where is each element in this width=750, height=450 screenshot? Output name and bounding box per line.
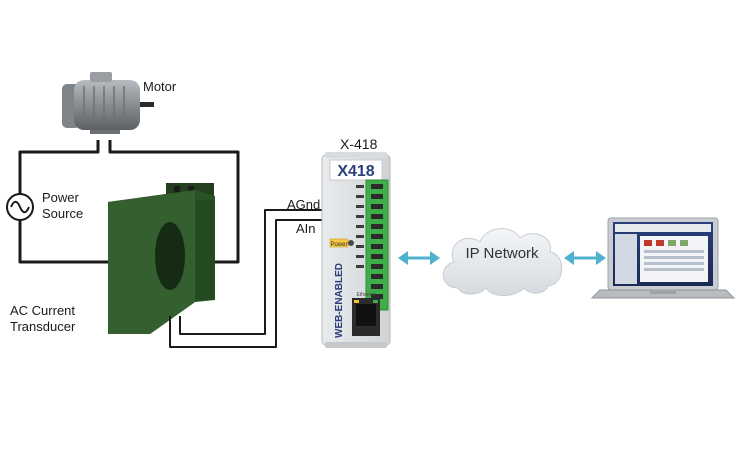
wire-ain	[169, 219, 365, 348]
wire-agnd	[179, 209, 365, 335]
ip-network-cloud	[442, 228, 563, 296]
sine-wave-icon	[10, 200, 30, 214]
wire-motor-to-transducer	[108, 140, 240, 264]
device-brand: WEB-ENABLED	[334, 263, 345, 338]
power-source	[6, 193, 34, 221]
ac-current-transducer	[108, 183, 215, 334]
agnd-label: AGnd	[287, 197, 321, 212]
wire-motor-to-source	[18, 140, 100, 264]
ain-label: AIn	[296, 221, 316, 236]
device-logo: X418	[337, 163, 374, 180]
ac-current-transducer-label: AC Current Transducer	[10, 303, 76, 334]
motor-icon	[62, 72, 154, 134]
analog-signal-wires	[169, 209, 365, 348]
power-led	[348, 240, 354, 246]
bidirectional-arrow-icon	[398, 251, 440, 265]
motor-terminal-box	[90, 72, 112, 82]
motor-label: Motor	[143, 79, 177, 94]
x418-device: X418	[321, 152, 391, 348]
ip-network-label: IP Network	[465, 245, 539, 262]
power-label: Power	[330, 242, 347, 248]
motor-shaft	[140, 102, 154, 107]
cloud-shape	[442, 228, 563, 296]
device-logo-plate	[329, 159, 383, 181]
ethernet-label: Ethernet	[357, 292, 377, 298]
bidirectional-arrow-icon	[564, 251, 606, 265]
laptop-icon	[590, 217, 736, 299]
device-label: X-418	[340, 136, 378, 152]
power-source-label: Power Source	[42, 190, 84, 221]
transducer-window	[155, 222, 185, 290]
